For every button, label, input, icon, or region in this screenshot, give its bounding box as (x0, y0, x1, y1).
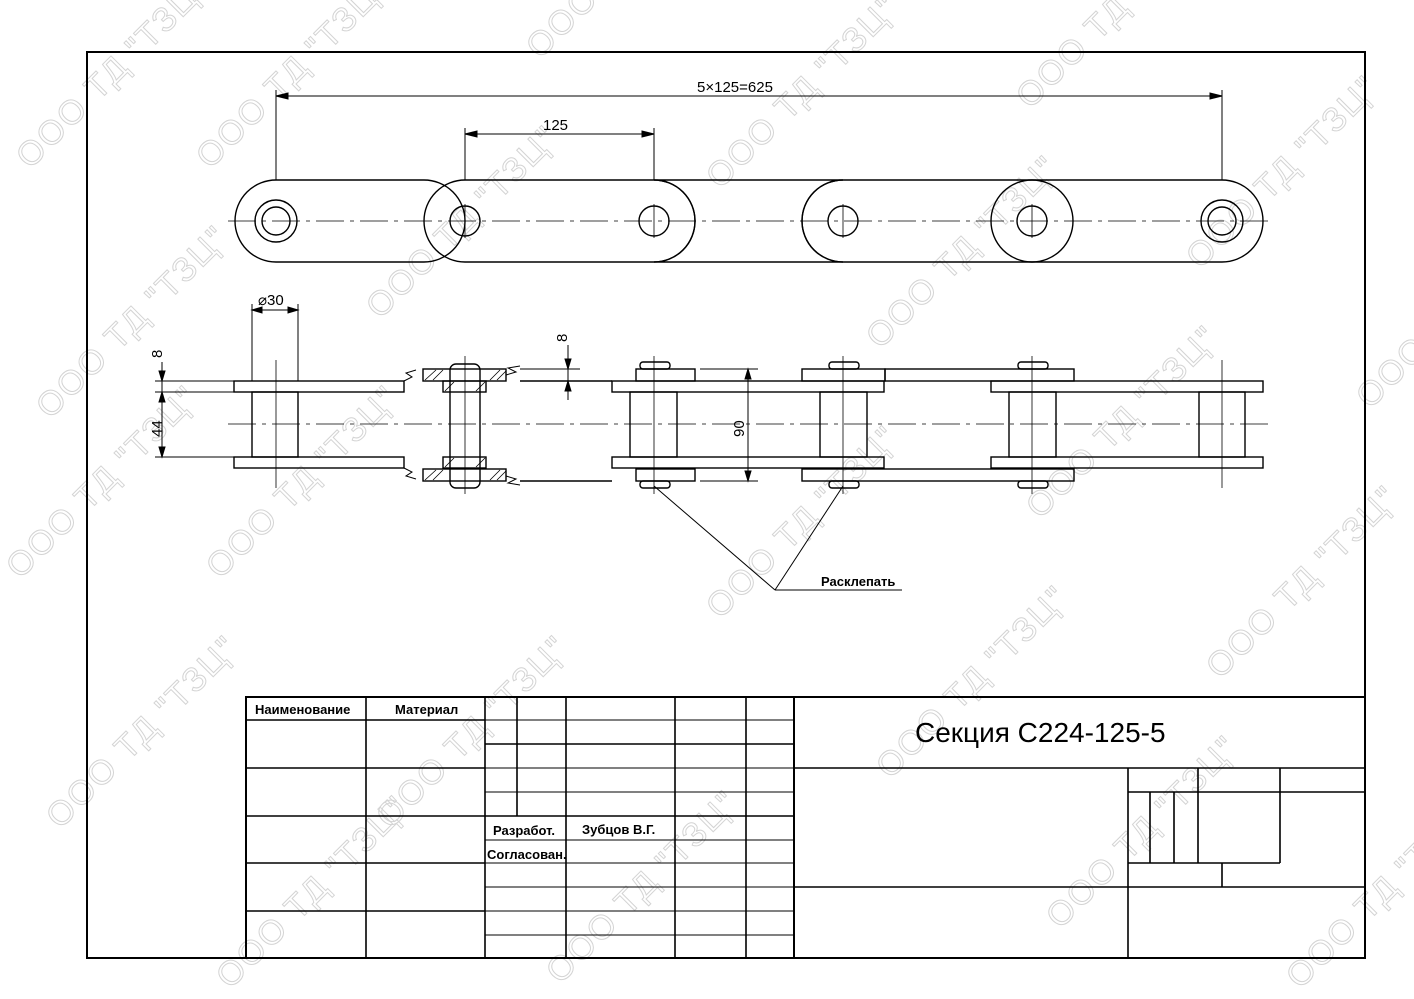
dimension-pitch-label: 125 (543, 117, 568, 134)
dimension-bushing-step-label: 8 (554, 334, 571, 342)
watermark-text: ООО ТД "ТЗЦ" (699, 0, 906, 196)
column-header-name: Наименование (255, 702, 350, 717)
watermark-text: ООО ТД "ТЗЦ" (1279, 788, 1414, 995)
watermark-text: ООО ТД "ТЗЦ" (1349, 208, 1414, 415)
dimension-plate-thickness-label: 8 (149, 350, 166, 358)
dimension-left-stack (155, 362, 234, 459)
dimension-overall (275, 90, 1223, 180)
dimension-inner-width-label: 44 (149, 420, 166, 437)
watermark-text: ООО ТД "ТЗЦ" (39, 628, 246, 835)
rivet-annotation: Расклепать (821, 574, 895, 589)
drawing-title: Секция С224-125-5 (915, 717, 1166, 748)
agreed-label: Согласован. (487, 847, 567, 862)
dimension-bushing-step (520, 345, 580, 400)
watermark-text: ООО ТД "ТЗЦ" (1009, 0, 1216, 116)
chain-top-view (228, 179, 1268, 263)
watermark-text: ООО ТД "ТЗЦ" (1039, 728, 1246, 935)
developed-label: Разработ. (493, 823, 555, 838)
watermark-text: ООО ТД "ТЗЦ" (519, 0, 726, 66)
rivet-leader (653, 485, 902, 591)
watermark-text: ООО ТД "ТЗЦ" (29, 218, 236, 425)
watermark-text: ООО ТД "ТЗЦ" (869, 578, 1076, 785)
watermark-text: ООО ТД "ТЗЦ" (1019, 318, 1226, 525)
dimension-pitch (464, 128, 655, 180)
column-header-material: Материал (395, 702, 458, 717)
developed-by: Зубцов В.Г. (582, 822, 655, 837)
watermark-text: ООО ТД "ТЗЦ" (0, 378, 206, 585)
watermark-text: ООО ТД "ТЗЦ" (9, 0, 216, 176)
watermark-text: ООО ТД "ТЗЦ" (359, 118, 566, 325)
watermark-text: ООО ТД "ТЗЦ" (209, 788, 416, 995)
dimension-pin-diameter-label: ⌀30 (258, 292, 284, 309)
watermark-text: ООО ТД "ТЗЦ" (199, 378, 406, 585)
watermark-text: ООО ТД "ТЗЦ" (1199, 478, 1406, 685)
dimension-overall-height-label: 90 (731, 420, 748, 437)
dimension-pin-diameter (250, 304, 300, 381)
title-block (245, 696, 1366, 959)
dimension-overall-height (700, 367, 758, 483)
watermark-text: ООО ТД "ТЗЦ" (699, 418, 906, 625)
watermark-text: ООО ТД "ТЗЦ" (189, 0, 396, 176)
dimension-overall-label: 5×125=625 (697, 79, 773, 96)
